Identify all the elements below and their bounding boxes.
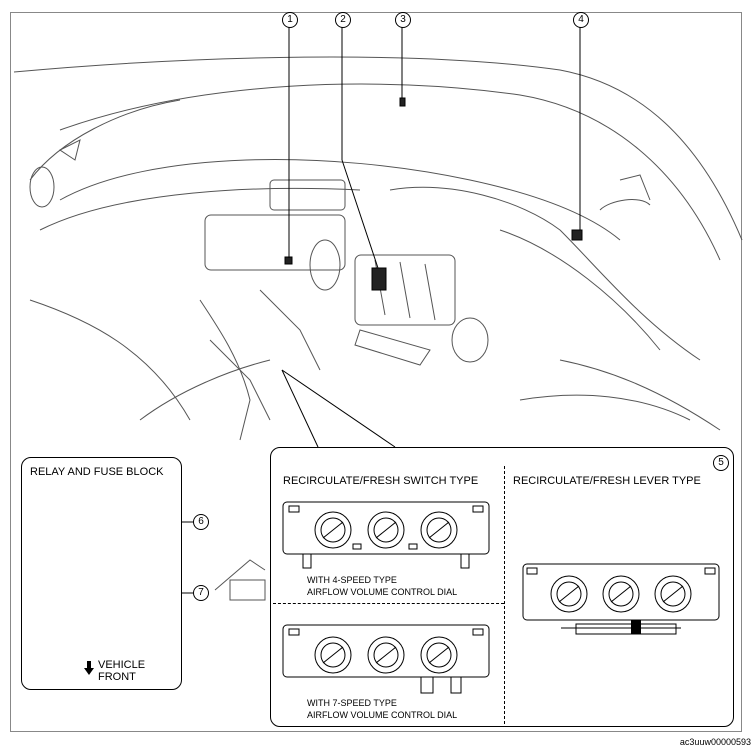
horizontal-divider <box>273 603 504 604</box>
four-speed-label-line1: WITH 4-SPEED TYPE <box>307 575 397 585</box>
callout-6: 6 <box>193 514 209 530</box>
four-speed-label-line2: AIRFLOW VOLUME CONTROL DIAL <box>307 587 458 597</box>
control-panel-box: RECIRCULATE/FRESH SWITCH TYPE RECIRCULAT… <box>270 447 734 727</box>
figure-code: ac3uuw00000593 <box>679 737 751 747</box>
switch-type-title: RECIRCULATE/FRESH SWITCH TYPE <box>283 475 479 487</box>
callout-5: 5 <box>713 455 729 471</box>
seven-speed-label-line2: AIRFLOW VOLUME CONTROL DIAL <box>307 710 458 720</box>
callout-3: 3 <box>395 12 411 28</box>
vertical-divider <box>504 466 505 724</box>
seven-speed-label-line1: WITH 7-SPEED TYPE <box>307 698 397 708</box>
ac-panel-4-speed <box>282 501 490 569</box>
lever-type-title: RECIRCULATE/FRESH LEVER TYPE <box>513 475 701 487</box>
vehicle-front-label-line1: VEHICLE <box>98 659 146 671</box>
diagram-frame <box>10 12 742 732</box>
fuse-block-title: RELAY AND FUSE BLOCK <box>30 466 164 478</box>
callout-4: 4 <box>573 12 589 28</box>
arrow-down-icon <box>84 661 94 675</box>
callout-2: 2 <box>335 12 351 28</box>
ac-panel-lever-type <box>522 563 720 635</box>
ac-panel-7-speed <box>282 624 490 694</box>
callout-1: 1 <box>282 12 298 28</box>
vehicle-front-label-line2: FRONT <box>98 671 136 683</box>
callout-7: 7 <box>193 585 209 601</box>
fuse-block-box: RELAY AND FUSE BLOCK VEHICLE FRONT <box>21 457 182 690</box>
